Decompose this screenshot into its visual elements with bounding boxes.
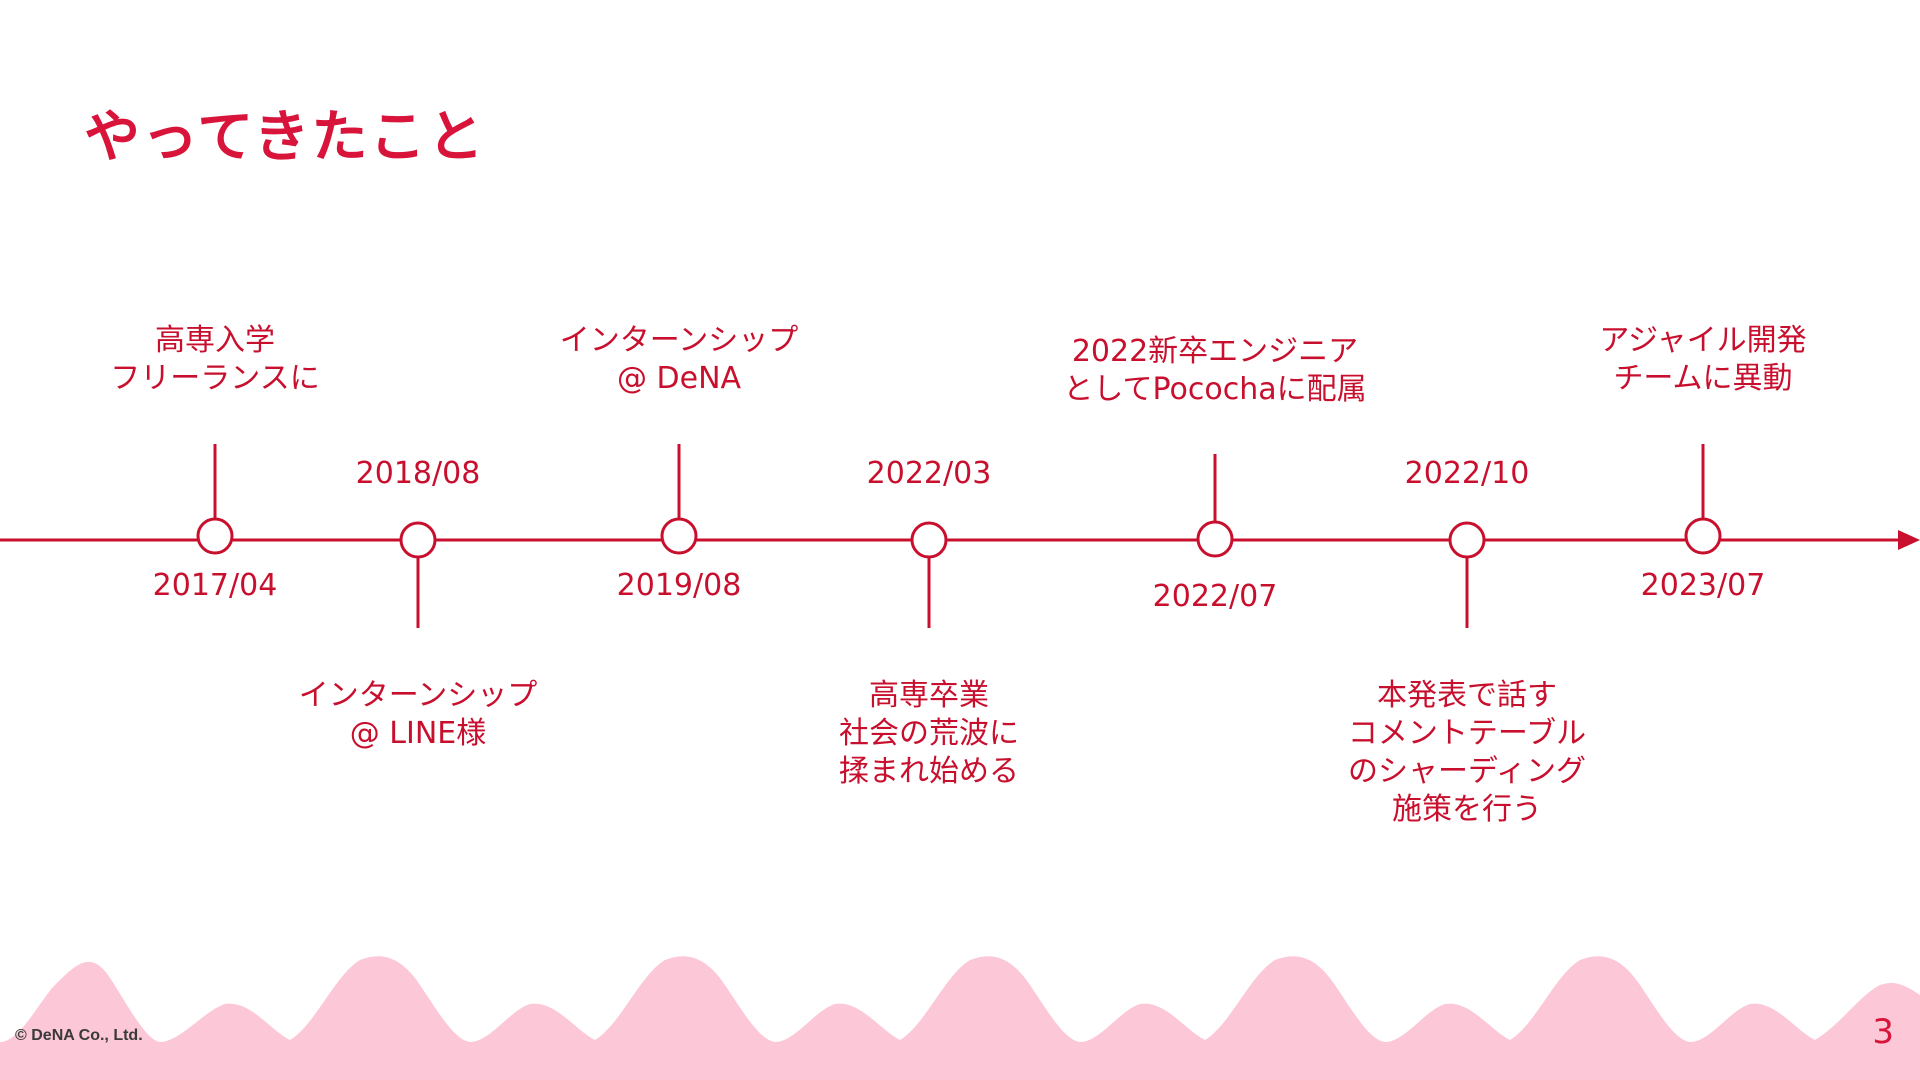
event-node (1684, 517, 1722, 555)
event-label: 高専入学 フリーランスに (110, 323, 320, 396)
event-node (910, 521, 948, 559)
event-label: アジャイル開発 チームに異動 (1599, 323, 1807, 396)
event-label: 高専卒業 社会の荒波に 揉まれ始める (839, 678, 1019, 789)
event-node (1196, 520, 1234, 558)
copyright: © DeNA Co., Ltd. (15, 1027, 143, 1044)
page-number: 3 (1872, 1012, 1894, 1052)
event-date: 2019/08 (616, 568, 742, 603)
event-date: 2022/03 (866, 456, 992, 491)
event-label: 本発表で話す コメントテーブル のシャーディング 施策を行う (1347, 678, 1587, 827)
event-date: 2017/04 (152, 568, 278, 603)
event-date: 2023/07 (1640, 568, 1766, 603)
event-node (399, 521, 437, 559)
event-date: 2018/08 (355, 456, 481, 491)
event-label: インターンシップ @ LINE様 (298, 678, 538, 751)
wave-decoration (0, 956, 1920, 1080)
event-node (1448, 521, 1486, 559)
event-node (660, 517, 698, 555)
timeline-arrowhead (1898, 530, 1920, 550)
event-date: 2022/10 (1404, 456, 1530, 491)
event-date: 2022/07 (1152, 579, 1278, 614)
page-title: やってきたこと (84, 105, 486, 170)
event-label: インターンシップ @ DeNA (559, 323, 799, 396)
event-label: 2022新卒エンジニア としてPocochaに配属 (1063, 334, 1367, 407)
event-node (196, 517, 234, 555)
